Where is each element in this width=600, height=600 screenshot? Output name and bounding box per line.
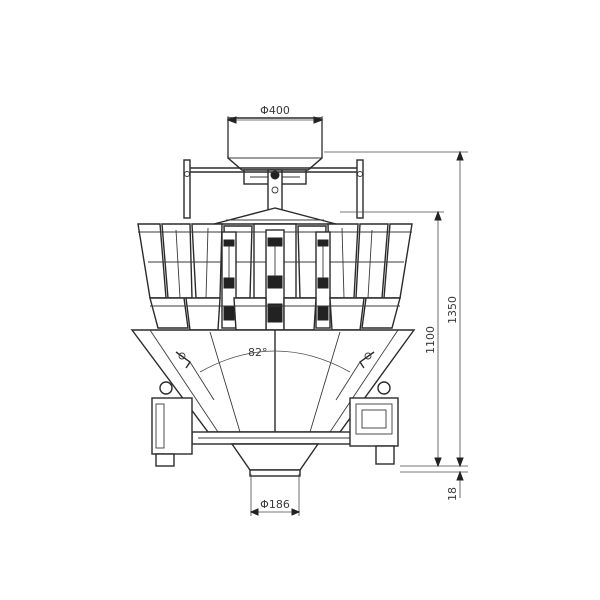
weigh-hoppers-row: [149, 297, 401, 331]
left-junction-box: [151, 381, 193, 467]
dimension-heights: [324, 150, 468, 498]
dimension-outlet-diameter: [249, 474, 301, 516]
outlet-diameter-label: Φ186: [260, 498, 290, 511]
base-frame: [191, 431, 359, 477]
body-height-label: 1100: [424, 326, 437, 354]
drive-mechanisms: [221, 229, 331, 331]
foot-height-label: 18: [446, 487, 459, 501]
overall-height-label: 1350: [446, 296, 459, 324]
infeed-funnel: [227, 117, 323, 217]
support-frame: [183, 159, 364, 219]
control-box-display: [349, 381, 399, 465]
cone-angle-label: 82°: [248, 346, 268, 359]
dimension-top-diameter: [226, 116, 324, 156]
collecting-chute: [130, 329, 416, 440]
top-cone: [213, 207, 337, 225]
top-diameter-label: Φ400: [260, 104, 290, 117]
